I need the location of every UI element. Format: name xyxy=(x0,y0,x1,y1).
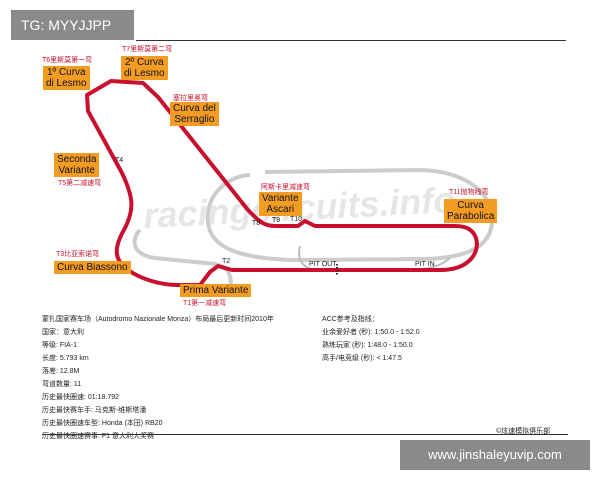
turn-no-ascari: 阿斯卡里减速弯 xyxy=(261,184,310,191)
turn-no-prima-variante: T1第一减速弯 xyxy=(183,300,227,307)
label-ascari: Variante Ascari xyxy=(259,192,302,216)
track-label-t2: T2 xyxy=(222,258,231,265)
label-biassono: Curva Biassono xyxy=(54,261,131,274)
acc-reference-times: ACC参考及指线： 业余爱好者 (秒): 1:50.0 - 1:52.0 熟练玩… xyxy=(322,316,420,362)
label-parabolica: Curva Parabolica xyxy=(444,199,498,223)
track-label-pit-out: PIT OUT xyxy=(309,261,337,268)
junior-track xyxy=(132,228,233,289)
label-seconda-variante: Seconda Variante xyxy=(54,153,100,177)
bottom-divider xyxy=(42,434,568,435)
oval-track xyxy=(205,167,495,263)
track-label-pit-in: PIT IN xyxy=(415,261,435,268)
label-serraglio: Curva del Serraglio xyxy=(170,102,219,126)
gp-track xyxy=(85,79,479,287)
label-lesmo-2: 2º Curva di Lesmo xyxy=(121,56,168,80)
turn-no-parabolica: T11抛物线弯 xyxy=(449,189,489,196)
copyright-text: ©炫速模拟俱乐部 xyxy=(496,428,551,435)
track-label-t4: T4 xyxy=(115,157,124,164)
track-label-t8: T8 xyxy=(252,220,261,227)
turn-no-lesmo-1: T6里斯莫第一弯 xyxy=(42,57,93,64)
label-prima-variante: Prima Variante xyxy=(180,284,252,297)
watermark-site-badge: www.jinshaleyuvip.com xyxy=(400,440,590,470)
turn-no-biassono: T3比亚索诺弯 xyxy=(56,251,100,258)
track-label-t9: T9 xyxy=(272,217,281,224)
turn-no-lesmo-2: T7里斯莫第二弯 xyxy=(122,46,173,53)
turn-no-seconda-variante: T5第二减速弯 xyxy=(58,180,102,187)
label-lesmo-1: 1º Curva di Lesmo xyxy=(43,66,90,90)
top-divider xyxy=(136,40,566,41)
watermark-tg-badge: TG: MYYJJPP xyxy=(11,10,134,40)
circuit-info: 蒙扎国家赛车场（Autodromo Nazionale Monza）布局最后更新… xyxy=(42,316,274,440)
track-label-t10: T10 xyxy=(290,216,303,223)
turn-no-serraglio: 塞拉里奥弯 xyxy=(173,95,208,102)
